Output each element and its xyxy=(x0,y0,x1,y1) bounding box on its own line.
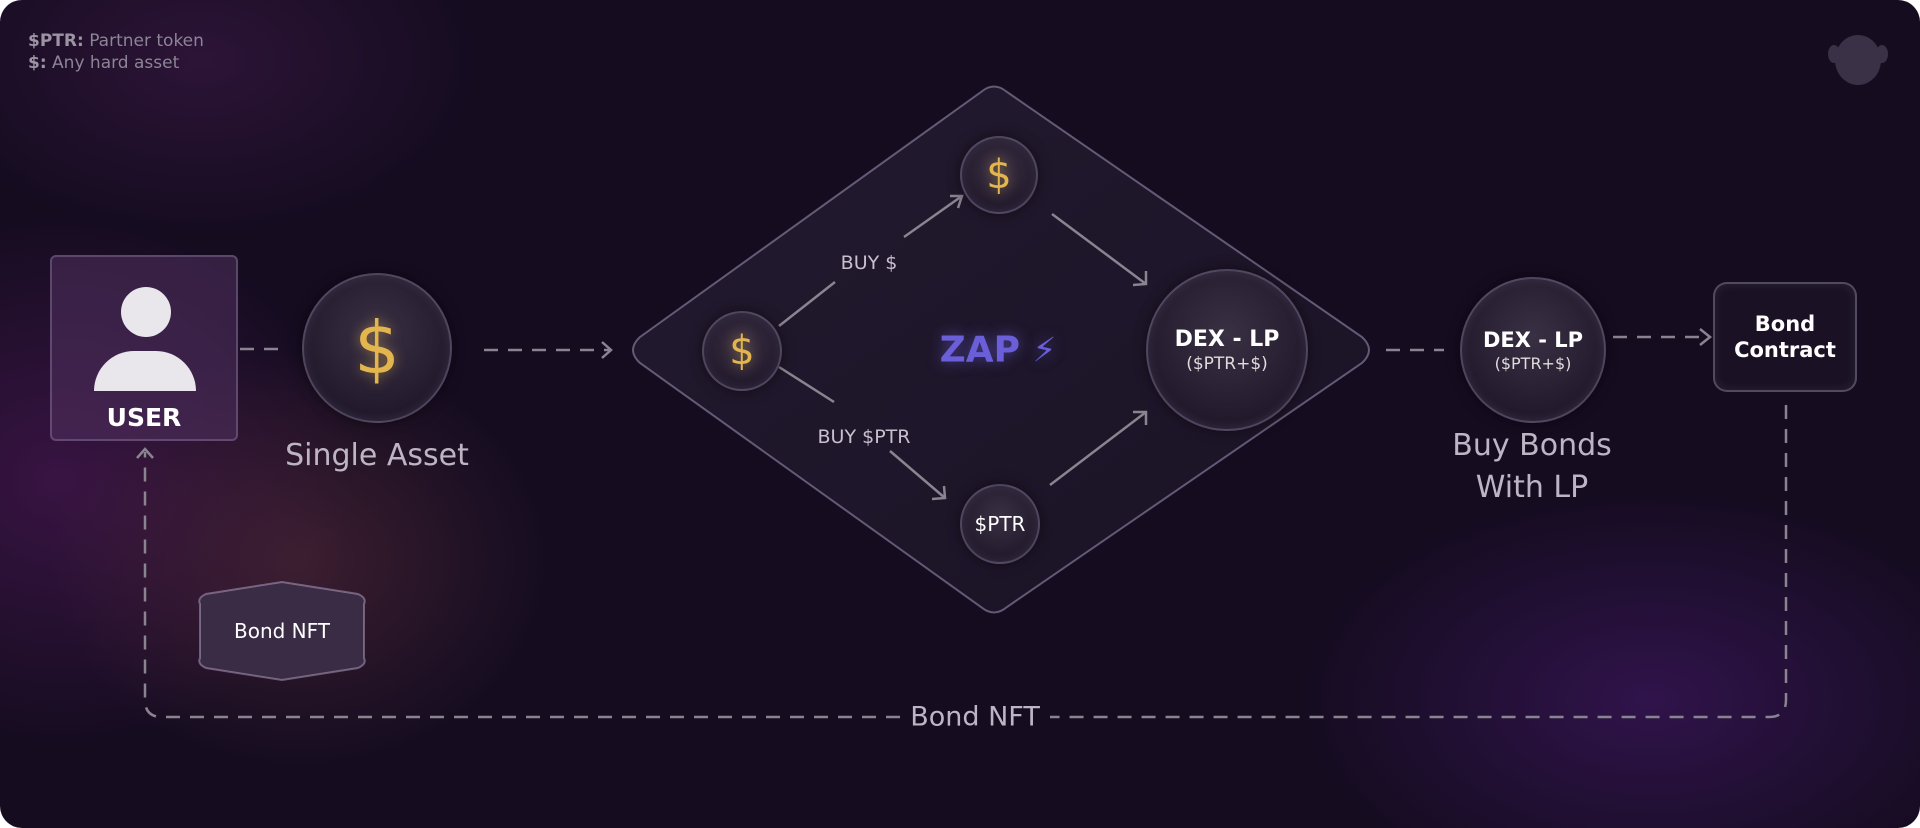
monkey-logo-icon xyxy=(1828,35,1888,85)
arrowhead xyxy=(1132,271,1148,287)
zap-title: ZAP ⚡︎ xyxy=(940,330,1057,371)
arrowhead xyxy=(136,447,154,459)
bond-contract-node: Bond Contract xyxy=(1713,282,1857,392)
single-asset-node: $ xyxy=(302,273,452,423)
legend: $PTR: Partner token $: Any hard asset xyxy=(28,30,204,74)
zap-ptr-node: $PTR xyxy=(960,484,1040,564)
bond-nft-hexagon xyxy=(198,580,366,682)
bond-contract-label: Bond xyxy=(1754,312,1816,336)
arrowhead xyxy=(1133,410,1148,425)
legend-key: $: xyxy=(28,53,47,73)
dex-title: DEX - LP xyxy=(1482,327,1584,352)
arrowhead xyxy=(1699,328,1713,346)
arrowhead xyxy=(931,485,947,501)
ptr-label: $PTR xyxy=(974,512,1026,536)
dex-sub: ($PTR+$) xyxy=(1494,353,1572,373)
return-flow-label: Bond NFT xyxy=(910,701,1040,733)
single-asset-label: Single Asset xyxy=(285,438,469,473)
dex-title: DEX - LP xyxy=(1174,326,1280,352)
dollar-icon: $ xyxy=(729,328,755,374)
zap-dex-lp-node: DEX - LP ($PTR+$) xyxy=(1146,269,1308,431)
buy-ptr-label: BUY $PTR xyxy=(817,426,911,448)
legend-key: $PTR: xyxy=(28,31,84,51)
buy-bonds-caption: Buy Bonds xyxy=(1452,428,1612,463)
dex-lp-node: DEX - LP ($PTR+$) xyxy=(1460,277,1606,423)
arrowhead xyxy=(601,341,613,359)
return-loop xyxy=(143,405,1788,719)
dex-sub: ($PTR+$) xyxy=(1186,353,1268,374)
user-icon xyxy=(121,287,171,337)
legend-desc: Partner token xyxy=(89,31,204,51)
bond-contract-label: Contract xyxy=(1734,338,1836,362)
bond-nft-badge: Bond NFT xyxy=(233,619,331,643)
user-node: USER xyxy=(50,255,238,441)
zap-label: ZAP xyxy=(939,329,1020,371)
legend-desc: Any hard asset xyxy=(52,53,180,73)
zap-diamond xyxy=(632,85,1370,614)
dollar-icon: $ xyxy=(354,306,400,390)
dollar-icon: $ xyxy=(986,152,1012,198)
lightning-icon: ⚡︎ xyxy=(1032,330,1057,371)
zap-input-node: $ xyxy=(702,311,782,391)
buy-asset-label: BUY $ xyxy=(840,252,898,274)
user-label: USER xyxy=(106,403,182,432)
arrowhead xyxy=(950,194,964,209)
zap-asset-node: $ xyxy=(960,136,1038,214)
buy-bonds-caption: With LP xyxy=(1475,470,1589,505)
